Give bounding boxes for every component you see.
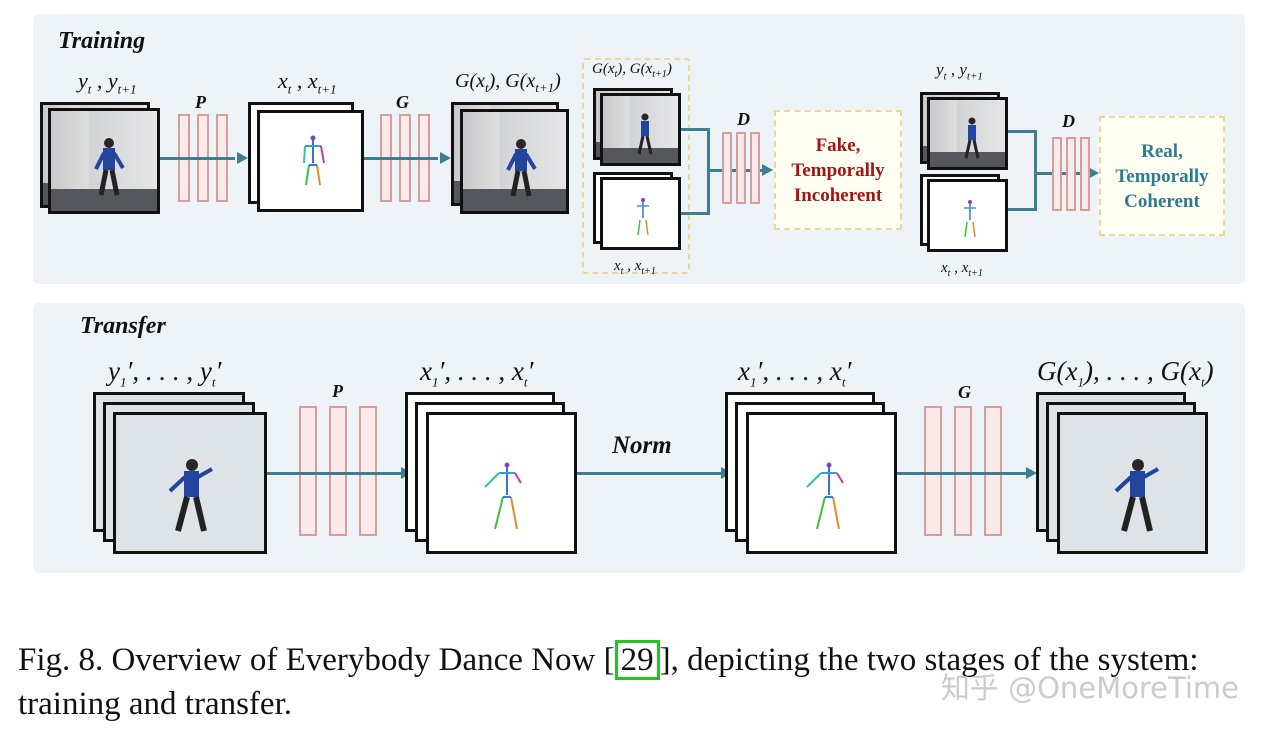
- fake-result-line-2: Temporally: [791, 159, 885, 181]
- training-pose-module-label: P: [195, 92, 206, 112]
- fake-pose-frames: [593, 172, 681, 250]
- dancer-figure: [1114, 459, 1159, 532]
- dancer-figure: [506, 139, 537, 197]
- transfer-generator-label: G: [958, 382, 971, 402]
- flow-line: [577, 472, 721, 475]
- transfer-source-photo: [113, 412, 267, 554]
- arrow-icon: [440, 152, 451, 164]
- real-frames: [920, 92, 1008, 170]
- fake-result-line-1: Fake,: [815, 134, 861, 156]
- generated-photo: [460, 109, 569, 214]
- dancer-figure: [964, 117, 980, 159]
- fake-generated-frames: [593, 88, 681, 166]
- skeleton-figure: [806, 462, 844, 530]
- training-pose-frames: [248, 102, 364, 212]
- transfer-input-label: y1′, . . . , yt′: [108, 356, 222, 390]
- arrow-icon: [237, 152, 248, 164]
- flow-line: [267, 472, 402, 475]
- fake-pair-group: [582, 58, 900, 280]
- training-input-frames: [40, 102, 160, 214]
- real-pair-bottom-label: xt , xt+1: [941, 260, 983, 279]
- watermark: 知乎 @OneMoreTime: [940, 671, 1239, 705]
- flow-line: [364, 157, 438, 160]
- transfer-input-frames: [93, 392, 267, 554]
- norm-label: Norm: [612, 432, 672, 459]
- discriminator-label-1: D: [737, 109, 750, 129]
- skeleton-figure: [637, 198, 649, 236]
- skeleton-figure: [964, 200, 976, 238]
- real-result-line-2: Temporally: [1115, 165, 1209, 187]
- caption-prefix: Fig. 8. Overview of Everybody Dance Now …: [18, 642, 615, 678]
- dancer-figure: [168, 459, 213, 532]
- arrow-icon: [1088, 167, 1099, 179]
- real-result-line-3: Coherent: [1124, 190, 1200, 212]
- real-result-box: Real, Temporally Coherent: [1099, 116, 1225, 236]
- training-generated-frames: [451, 102, 569, 214]
- transfer-title: Transfer: [80, 313, 166, 339]
- arrow-icon: [762, 164, 773, 176]
- fake-result-line-3: Incoherent: [793, 184, 883, 206]
- flow-line: [897, 472, 1027, 475]
- real-pose-frames: [920, 174, 1008, 252]
- transfer-pose-frames: [405, 392, 577, 554]
- skeleton-image: [257, 110, 364, 212]
- arrow-icon: [1026, 467, 1037, 479]
- transfer-pose-label: x1′, . . . , xt′: [420, 356, 534, 390]
- flow-line: [681, 128, 709, 131]
- transfer-pose-module-label: P: [332, 381, 343, 401]
- transfer-output-frames: [1036, 392, 1208, 554]
- dancer-figure: [94, 138, 125, 196]
- flow-line: [1008, 208, 1036, 211]
- training-pose-label: xt , xt+1: [278, 68, 337, 97]
- caption-suffix: ], depicting the two stages of the syste…: [18, 642, 1199, 722]
- flow-line: [1008, 130, 1036, 133]
- fake-result-box: Fake, Temporally Incoherent: [774, 110, 902, 230]
- figure-caption: Fig. 8. Overview of Everybody Dance Now …: [18, 638, 1263, 726]
- transfer-norm-pose-label: x1′, . . . , xt′: [738, 356, 852, 390]
- flow-line: [681, 212, 709, 215]
- dancer-photo: [48, 108, 160, 214]
- discriminator-label-2: D: [1062, 111, 1075, 131]
- transfer-output-label: G(x1), . . . , G(xt): [1037, 356, 1214, 390]
- flow-line: [1034, 130, 1037, 211]
- training-generator-label: G: [396, 92, 409, 112]
- skeleton-figure: [484, 462, 522, 530]
- fake-pair-bottom-label: xt , xt+1: [614, 258, 656, 277]
- skeleton-figure: [303, 135, 325, 186]
- citation-link[interactable]: 29: [614, 640, 660, 680]
- real-result-line-1: Real,: [1141, 140, 1183, 162]
- real-pair-top-label: yt , yt+1: [936, 60, 983, 83]
- flow-line: [160, 157, 235, 160]
- fake-pair-top-label: G(xt), G(xt+1): [592, 61, 672, 80]
- transfer-output-photo: [1057, 412, 1208, 554]
- transfer-norm-pose-frames: [725, 392, 897, 554]
- training-input-label: yt , yt+1: [78, 68, 137, 97]
- training-title: Training: [58, 28, 146, 54]
- dancer-figure: [637, 113, 653, 155]
- flow-line: [707, 169, 762, 172]
- training-generated-label: G(xt), G(xt+1): [455, 70, 561, 95]
